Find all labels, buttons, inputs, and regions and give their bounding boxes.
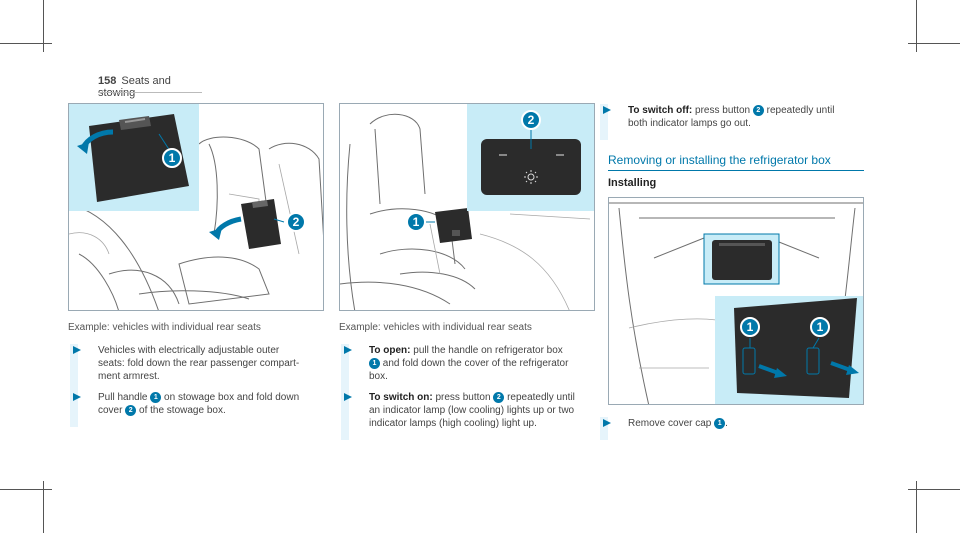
step-bar bbox=[341, 391, 349, 440]
callout-2-label: 2 bbox=[528, 113, 535, 127]
step-fold-armrest: Vehicles with electrically adjustable ou… bbox=[70, 344, 318, 393]
callout-2 bbox=[521, 110, 541, 130]
page-number: 158 bbox=[98, 75, 117, 87]
callout-1-badge: 1 bbox=[369, 358, 380, 369]
step-text: of the stowage box. bbox=[136, 405, 226, 416]
section-title: Seats and stowing bbox=[98, 75, 171, 99]
step-arrow-icon bbox=[344, 393, 352, 401]
illustration-rear-seats: 1 2 bbox=[69, 104, 323, 310]
step-text: on stowage box and fold down bbox=[161, 392, 300, 403]
callout-2 bbox=[286, 212, 306, 232]
figure1-caption: Example: vehicles with individual rear s… bbox=[68, 322, 261, 333]
figure-rear-seat-armrest: 1 2 bbox=[68, 103, 324, 311]
step-label: To switch off: bbox=[628, 105, 693, 116]
step-text: press button bbox=[432, 392, 494, 403]
figure-install-refrigerator: 1 1 bbox=[608, 197, 864, 405]
step-text: repeatedly until bbox=[504, 392, 575, 403]
callout-1-label: 1 bbox=[817, 320, 824, 334]
step-label: To switch on: bbox=[369, 392, 433, 403]
header-rule bbox=[98, 92, 202, 93]
step-text: Remove cover cap bbox=[628, 418, 715, 429]
step-arrow-icon bbox=[73, 393, 81, 401]
step-bar bbox=[341, 344, 349, 393]
callout-2-badge: 2 bbox=[125, 405, 137, 416]
callout-2-badge: 2 bbox=[752, 105, 764, 116]
callout-1-label: 1 bbox=[169, 151, 176, 165]
step-text: cover bbox=[98, 405, 126, 416]
step-arrow-icon bbox=[603, 106, 611, 114]
callout-1 bbox=[740, 317, 760, 337]
step-text: Pull handle bbox=[98, 392, 151, 403]
crop-mark bbox=[43, 481, 44, 533]
step-bar bbox=[70, 344, 78, 393]
step-text: box. bbox=[369, 371, 388, 382]
callout-1-badge: 1 bbox=[150, 392, 162, 403]
step-open: To open: pull the handle on refrigerator… bbox=[341, 344, 599, 393]
step-switch-off: To switch off: press button 2 repeatedly… bbox=[600, 104, 864, 140]
crop-mark bbox=[0, 43, 52, 44]
step-text: press button bbox=[692, 105, 753, 116]
step-bar bbox=[600, 104, 608, 140]
step-label: To open: bbox=[369, 345, 411, 356]
crop-mark bbox=[916, 0, 917, 52]
sub-heading: Installing bbox=[608, 177, 657, 189]
crop-mark bbox=[916, 481, 917, 533]
step-remove-cover-cap: Remove cover cap 1. bbox=[600, 417, 864, 440]
step-line: seats: fold down the rear passenger comp… bbox=[98, 358, 300, 369]
callout-1 bbox=[162, 148, 182, 168]
callout-2-label: 2 bbox=[293, 215, 300, 229]
step-text: and fold down the cover of the refrigera… bbox=[380, 358, 569, 369]
step-arrow-icon bbox=[344, 346, 352, 354]
section-rule bbox=[608, 170, 864, 171]
callout-1-badge: 1 bbox=[714, 418, 726, 429]
crop-mark bbox=[0, 489, 52, 490]
callout-1 bbox=[406, 212, 426, 232]
figure-refrigerator-control: 2 1 bbox=[339, 103, 595, 311]
step-text: . bbox=[725, 418, 728, 429]
step-switch-on: To switch on: press button 2 repeatedly … bbox=[341, 391, 599, 440]
step-text: both indicator lamps go out. bbox=[628, 118, 751, 129]
callout-1-label: 1 bbox=[413, 215, 420, 229]
step-bar bbox=[70, 391, 78, 427]
illustration-trunk: 1 1 bbox=[609, 202, 863, 404]
step-text: pull the handle on refrigerator box bbox=[410, 345, 563, 356]
step-text: repeatedly until bbox=[763, 105, 835, 116]
step-pull-handle: Pull handle 1 on stowage box and fold do… bbox=[70, 391, 318, 427]
section-heading: Removing or installing the refrigerator … bbox=[608, 153, 831, 167]
crop-mark bbox=[908, 43, 960, 44]
step-line: ment armrest. bbox=[98, 371, 160, 382]
crop-mark bbox=[908, 489, 960, 490]
figure2-caption: Example: vehicles with individual rear s… bbox=[339, 322, 532, 333]
crop-mark bbox=[43, 0, 44, 52]
step-text: indicator lamps (high cooling) light up. bbox=[369, 418, 537, 429]
step-text: an indicator lamp (low cooling) lights u… bbox=[369, 405, 575, 416]
step-arrow-icon bbox=[73, 346, 81, 354]
callout-1 bbox=[810, 317, 830, 337]
callout-2-badge: 2 bbox=[493, 392, 505, 403]
step-line: Vehicles with electrically adjustable ou… bbox=[98, 345, 280, 356]
step-arrow-icon bbox=[603, 419, 611, 427]
step-bar bbox=[600, 417, 608, 440]
illustration-refrigerator: 2 1 bbox=[340, 104, 594, 310]
callout-1-label: 1 bbox=[747, 320, 754, 334]
